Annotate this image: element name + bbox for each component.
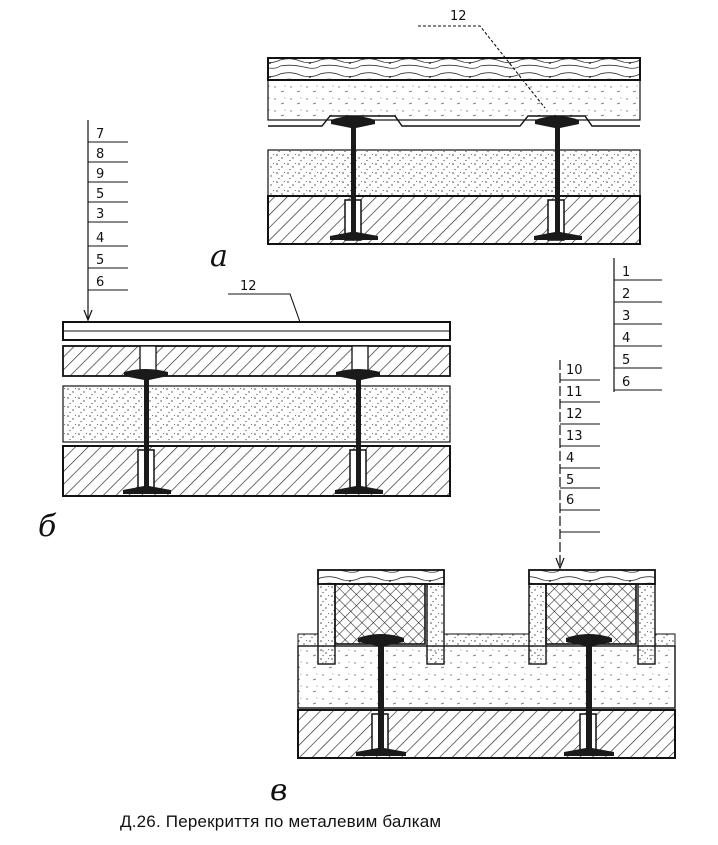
section-a-top-ref: 12	[450, 9, 467, 24]
legend-item: 12	[566, 407, 583, 422]
legend-item: 4	[96, 231, 104, 246]
section-b-letter: б	[38, 509, 57, 544]
steel-i-beam	[335, 369, 383, 494]
section-a-slab	[267, 195, 641, 245]
section-v-top-board	[317, 569, 445, 585]
section-v-lag-insulation	[545, 583, 637, 645]
section-a-insulation-layer	[267, 79, 641, 121]
section-a-filler-layer	[267, 149, 641, 197]
section-v: в 10 11 12 13 4 5 6	[270, 360, 676, 808]
section-a-ref-leader	[418, 25, 546, 109]
section-b-hatched-slab-top	[62, 345, 451, 377]
legend-item: 6	[566, 493, 574, 508]
legend-item: 10	[566, 363, 583, 378]
section-v-slab	[297, 709, 676, 759]
section-a-boards-layer	[267, 57, 641, 81]
legend-item: 5	[566, 473, 574, 488]
legend-item: 6	[622, 375, 630, 390]
section-v-legend: 10 11 12 13 4 5 6	[555, 360, 600, 570]
legend-item: 5	[96, 253, 104, 268]
legend-item: 13	[566, 429, 583, 444]
section-b-filler-layer	[62, 385, 451, 443]
section-v-top-fill	[443, 633, 530, 647]
section-v-top-fill	[654, 633, 676, 647]
steel-i-beam	[330, 116, 378, 240]
steel-i-beam	[356, 634, 406, 756]
legend-item: 8	[96, 147, 104, 162]
section-v-letter: в	[270, 773, 287, 808]
legend-item: 4	[622, 331, 630, 346]
legend-item: 5	[622, 353, 630, 368]
steel-i-beam	[564, 634, 614, 756]
legend-item: 11	[566, 385, 583, 400]
section-a-legend: 1 2 3 4 5 6	[613, 258, 662, 392]
legend-item: 7	[96, 127, 104, 142]
legend-item: 9	[96, 167, 104, 182]
legend-item: 2	[622, 287, 630, 302]
figure-caption: Д.26. Перекриття по металевим балкам	[120, 812, 442, 831]
section-b-ref-leader	[228, 293, 301, 323]
section-v-filler-layer	[297, 645, 676, 709]
legend-item: 5	[96, 187, 104, 202]
section-a-screed-line	[268, 115, 640, 127]
section-v-top-fill	[297, 633, 319, 647]
section-a-letter: а	[210, 239, 228, 274]
legend-item: 3	[96, 207, 104, 222]
legend-item: 3	[622, 309, 630, 324]
section-b-top-ref: 12	[240, 279, 257, 294]
legend-item: 1	[622, 265, 630, 280]
legend-item: 6	[96, 275, 104, 290]
steel-i-beam	[123, 369, 171, 494]
section-b: 12 б 7 8 9 5 3 4 5 6	[38, 120, 451, 544]
section-b-slab	[62, 445, 451, 497]
legend-item: 4	[566, 451, 574, 466]
section-a: 12 а 1 2 3 4 5 6	[210, 9, 662, 392]
section-v-lag-insulation	[334, 583, 426, 645]
section-b-legend: 7 8 9 5 3 4 5 6	[83, 120, 128, 322]
steel-i-beam	[534, 116, 582, 240]
section-v-top-board	[528, 569, 656, 585]
